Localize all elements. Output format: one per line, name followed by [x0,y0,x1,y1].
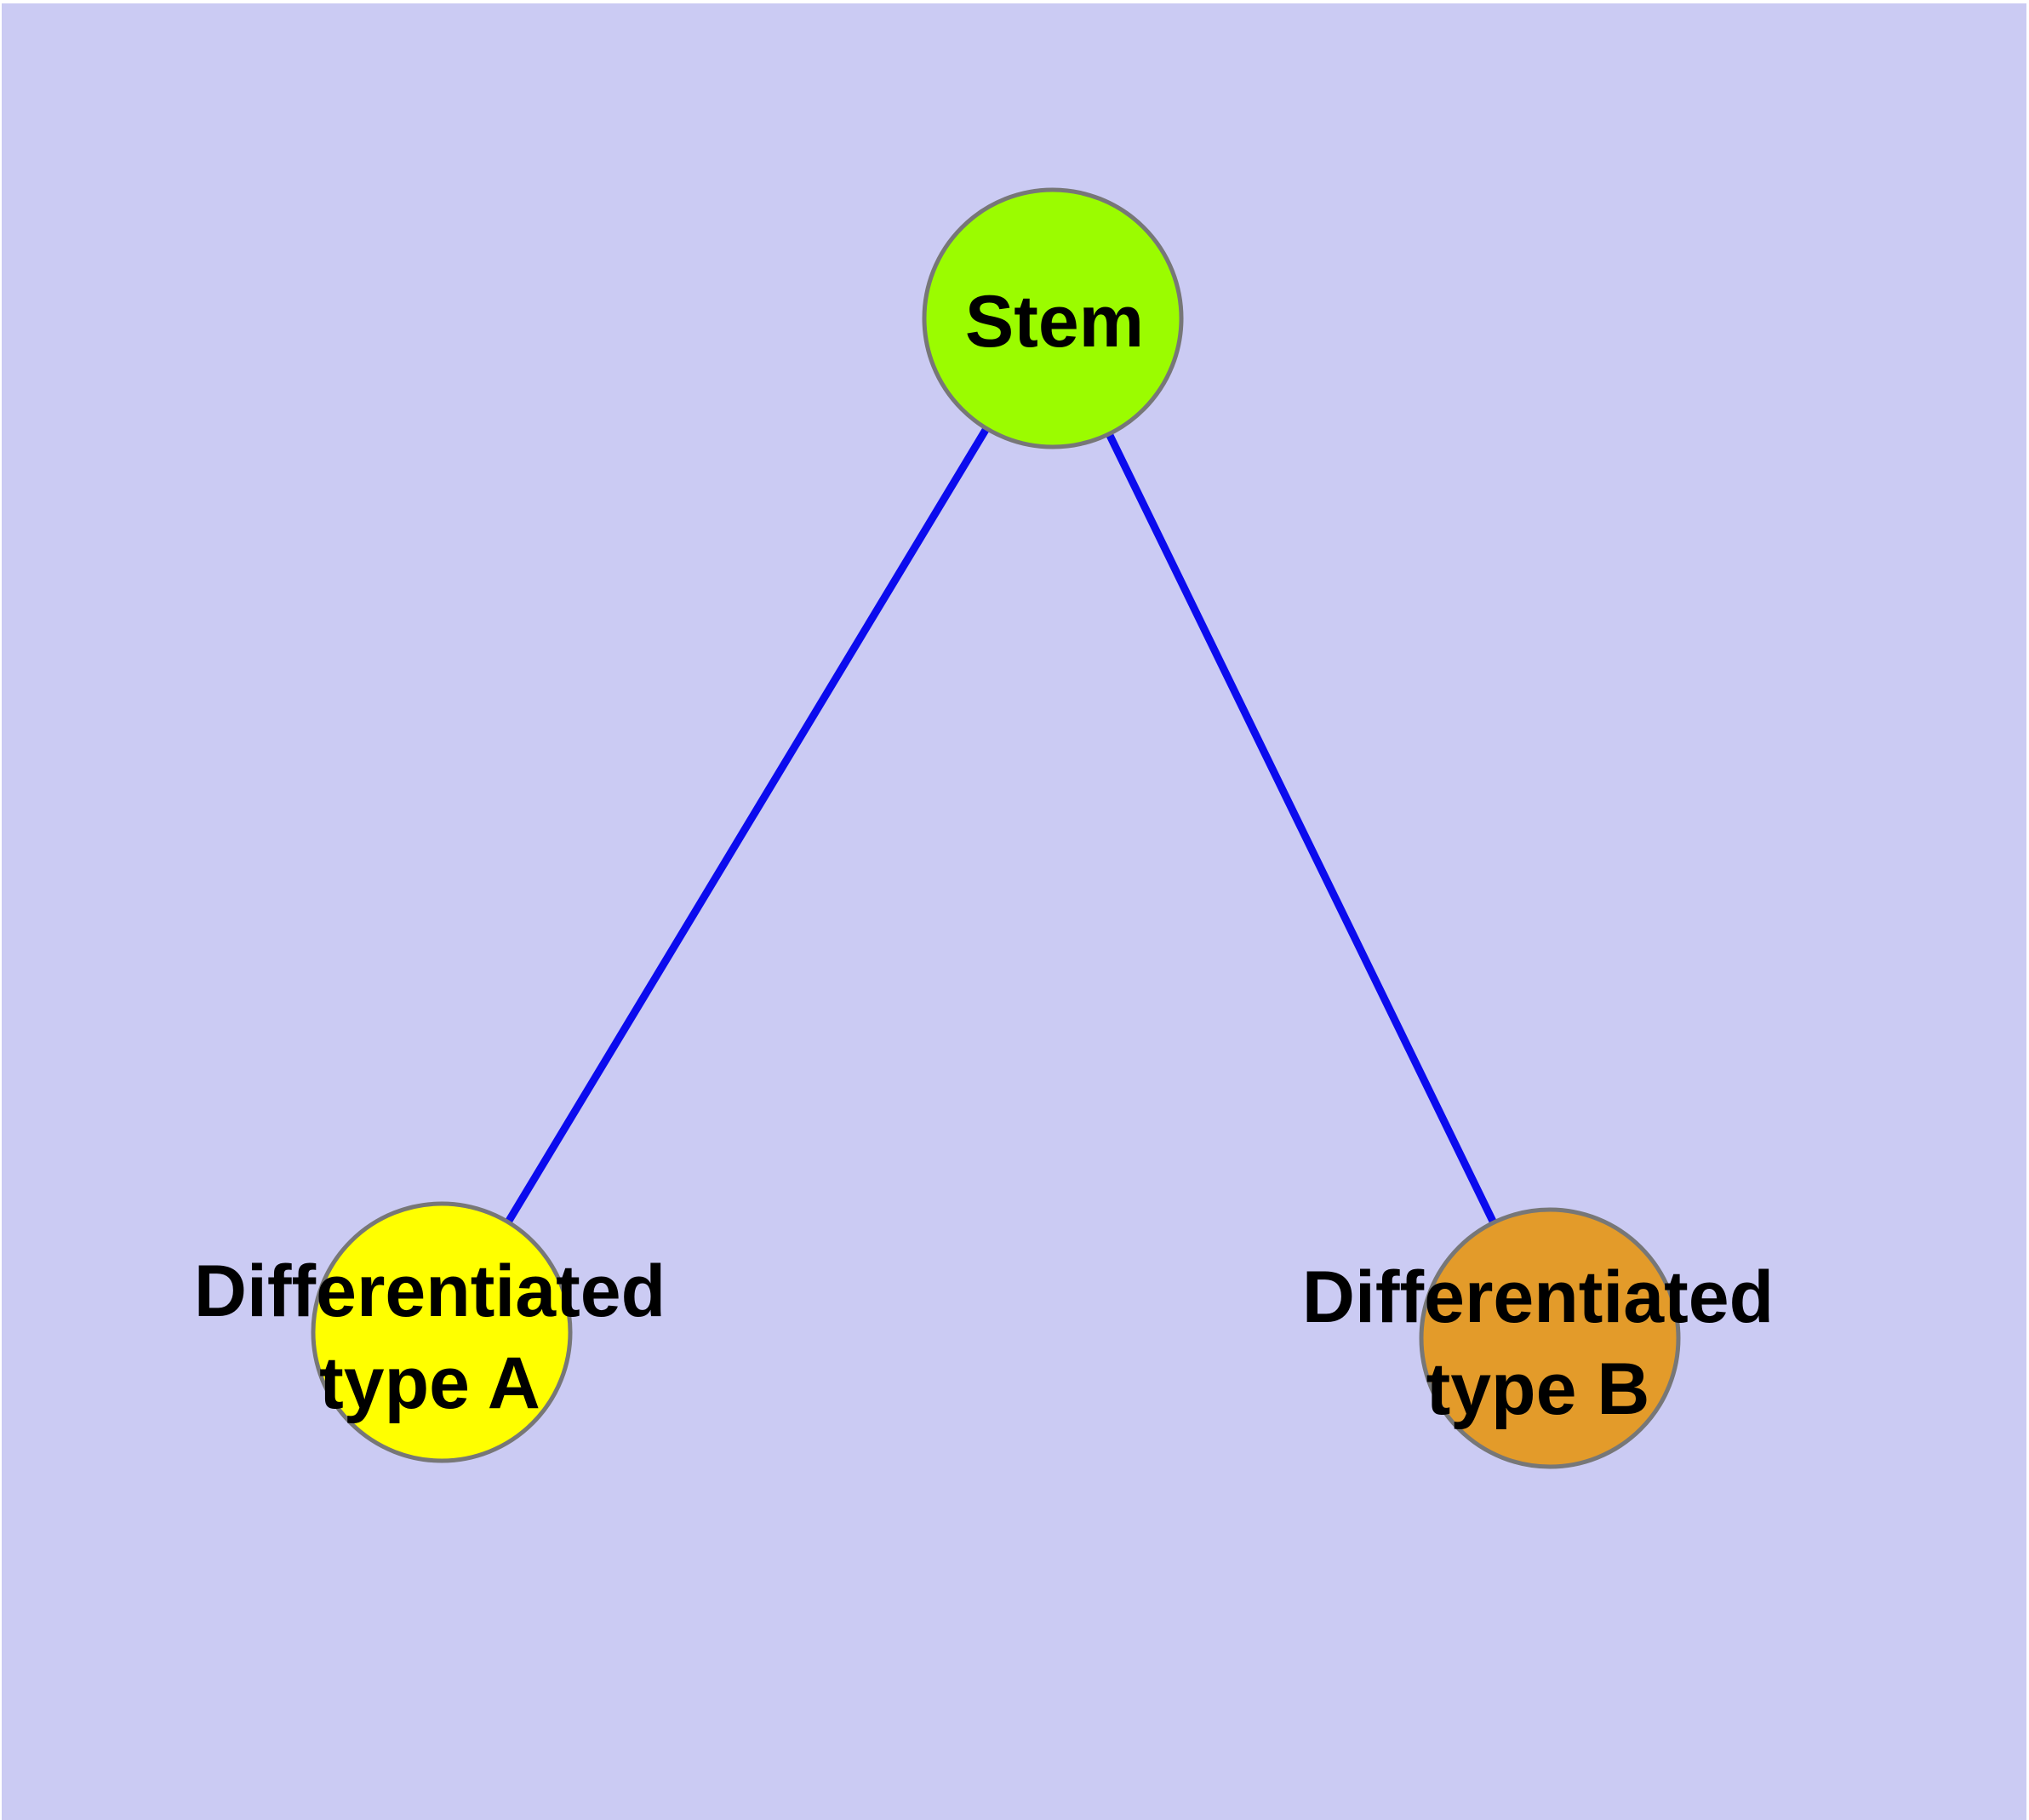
node-stem [922,187,1184,449]
edge-stem-to-type-a [438,316,1056,1335]
node-label-type-b-line2: type B [1426,1348,1650,1430]
node-label-type-b-line1: Differentiated [1302,1256,1774,1338]
node-differentiated-type-a [311,1201,573,1463]
node-differentiated-type-b [1419,1207,1681,1469]
node-label-stem: Stem [965,281,1144,363]
node-label-type-a-line1: Differentiated [194,1251,666,1332]
node-label-type-a-line2: type A [319,1342,540,1424]
edge-stem-to-type-b [1049,317,1554,1340]
